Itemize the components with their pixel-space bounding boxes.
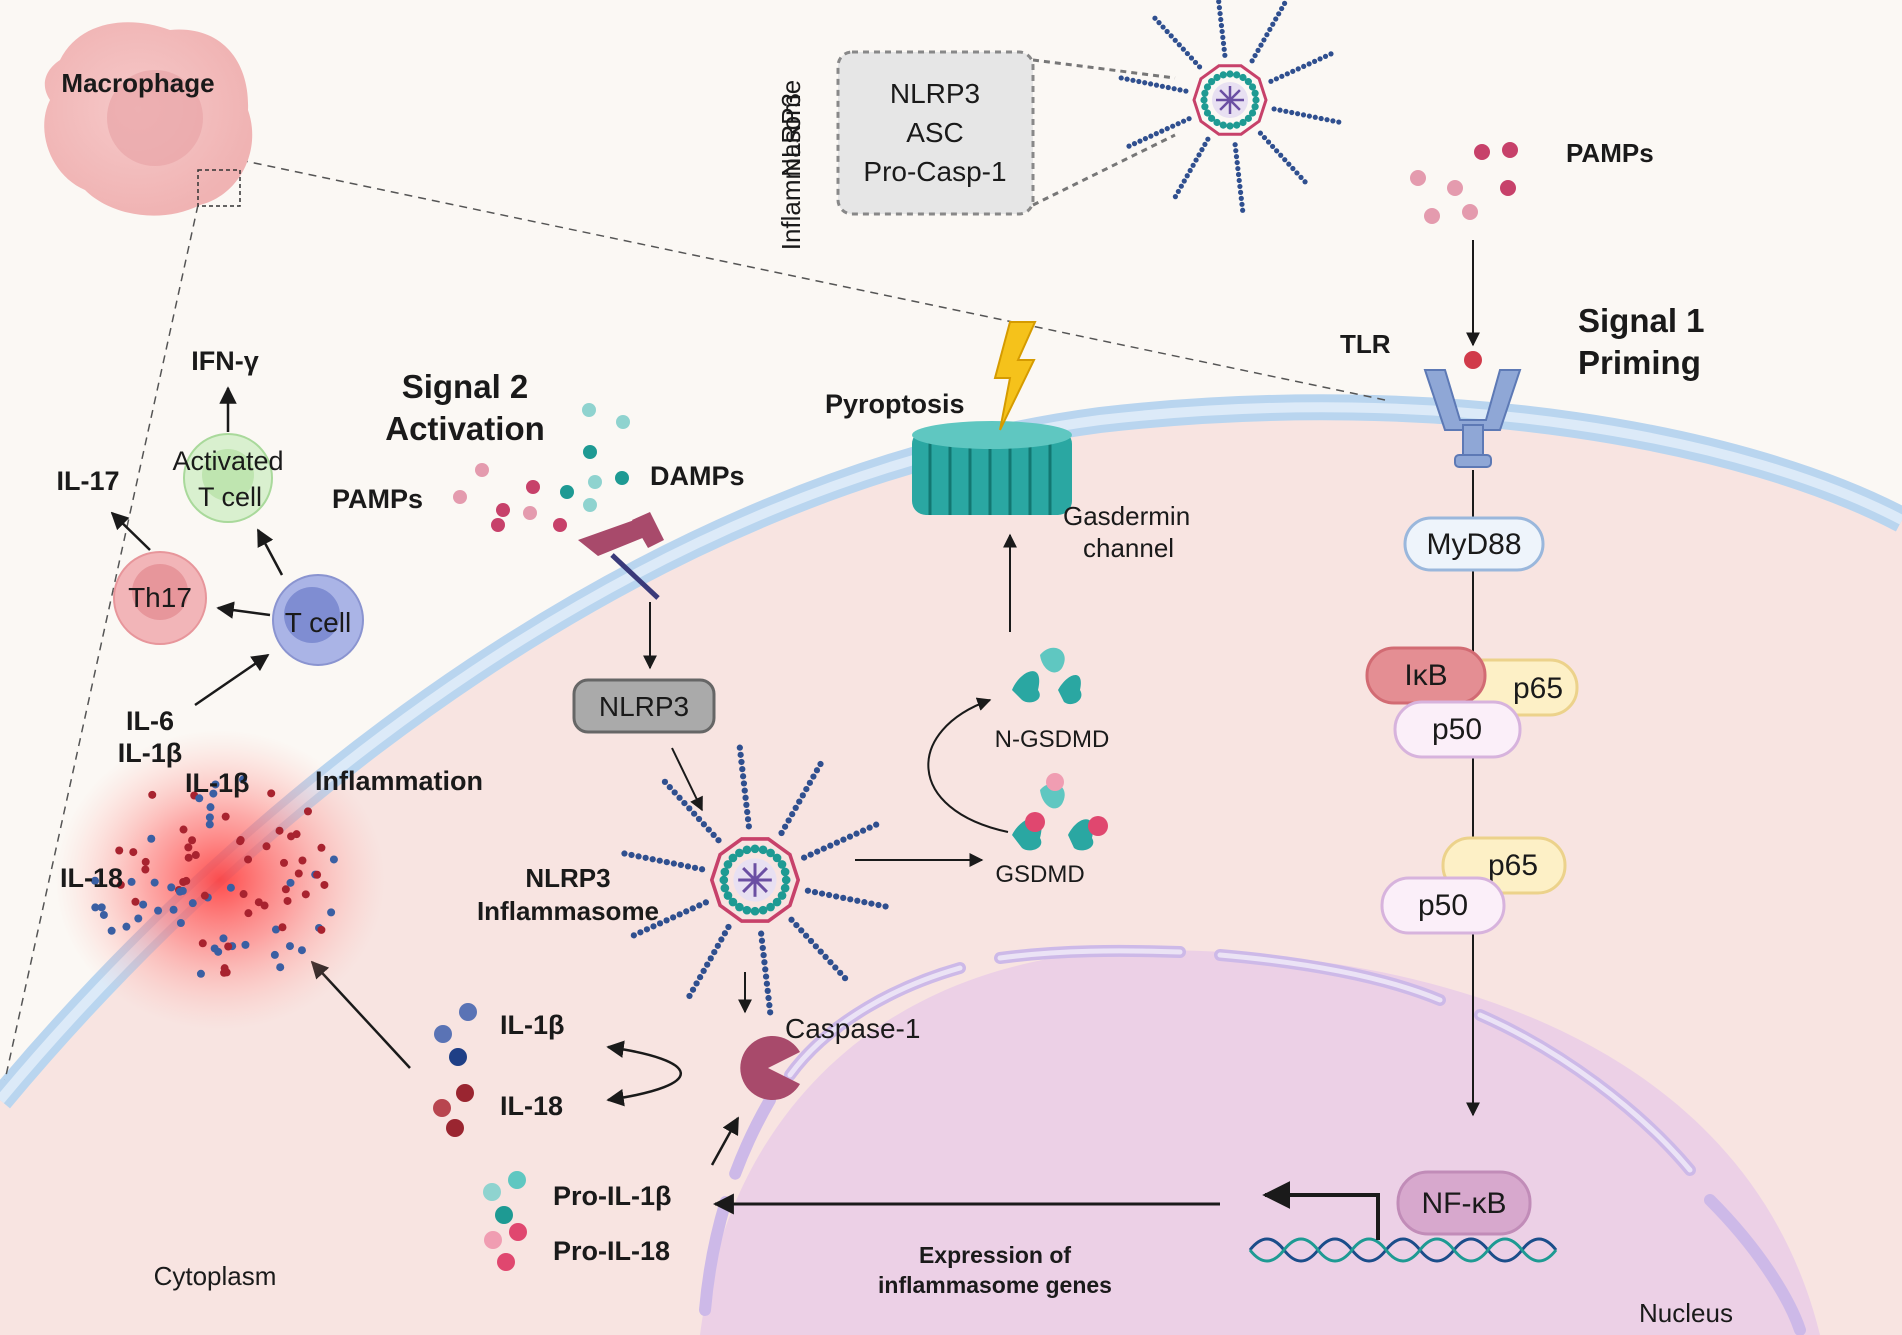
pamps-top-label: PAMPs bbox=[1566, 138, 1654, 168]
caspase1-icon bbox=[740, 1036, 800, 1100]
signal1-label-line2: Priming bbox=[1578, 344, 1701, 381]
pamps-damps-dots bbox=[453, 403, 630, 532]
n-gsdmd-fragments bbox=[1012, 647, 1082, 705]
pyroptosis-label: Pyroptosis bbox=[825, 389, 965, 419]
dna-helix bbox=[1248, 1237, 1558, 1263]
gsdmd-label: GSDMD bbox=[995, 861, 1084, 888]
pamps-left-label: PAMPs bbox=[332, 484, 423, 514]
inflammation-label: Inflammation bbox=[315, 766, 483, 796]
p50-label-a: p50 bbox=[1432, 713, 1482, 746]
myd88-label: MyD88 bbox=[1426, 528, 1521, 561]
myd88-node bbox=[1403, 516, 1545, 572]
gasdermin-label-line2: channel bbox=[1083, 533, 1174, 563]
expression-label-line1: Expression of bbox=[919, 1242, 1071, 1268]
pro-il1b-label: Pro-IL-1β bbox=[553, 1181, 671, 1211]
il1b-mid-dots bbox=[434, 1003, 477, 1066]
inset-vertical-label-1: NLRP3 bbox=[776, 93, 806, 177]
p50-node-a bbox=[1393, 700, 1522, 759]
nlrp3-node-label: NLRP3 bbox=[599, 691, 689, 722]
cytoplasm-label: Cytoplasm bbox=[154, 1261, 277, 1291]
th17-label: Th17 bbox=[128, 582, 192, 613]
damps-label: DAMPs bbox=[650, 461, 745, 491]
il1b-left-label: IL-1β bbox=[185, 768, 249, 798]
il18-left-label: IL-18 bbox=[60, 863, 123, 893]
activated-t-cell-label-line2: T cell bbox=[198, 482, 262, 512]
tlr-label: TLR bbox=[1340, 329, 1391, 359]
zoom-lines bbox=[4, 159, 1386, 1081]
gsdmd-fragments bbox=[1012, 773, 1108, 851]
nlrp3-inflammasome-label-line2: Inflammasome bbox=[477, 896, 659, 926]
lightning-icon bbox=[993, 321, 1037, 431]
inflammasome-icon-top bbox=[1118, 0, 1342, 213]
nfkb-node bbox=[1396, 1170, 1532, 1236]
ikb-label: IκB bbox=[1404, 659, 1447, 692]
expression-label-line2: inflammasome genes bbox=[878, 1272, 1112, 1298]
il1b-mid-label: IL-1β bbox=[500, 1010, 564, 1040]
t-cell-label: T cell bbox=[285, 607, 351, 638]
il17-label: IL-17 bbox=[56, 466, 119, 496]
signal2-label-line1: Signal 2 bbox=[402, 368, 529, 405]
macrophage-cell: Macrophage bbox=[44, 22, 253, 216]
signal2-receptor bbox=[578, 512, 664, 556]
inset-components-box bbox=[836, 50, 1035, 216]
p50-node-b bbox=[1380, 876, 1506, 935]
inset-box-pro-casp1: Pro-Casp-1 bbox=[863, 156, 1006, 187]
il6-label: IL-6 bbox=[126, 706, 174, 736]
nlrp3-node bbox=[572, 678, 716, 734]
inset-box-nlrp3: NLRP3 bbox=[890, 78, 980, 109]
tlr-receptor bbox=[1423, 351, 1522, 468]
il18-mid-label: IL-18 bbox=[500, 1091, 563, 1121]
gasdermin-label-line1: Gasdermin bbox=[1063, 501, 1190, 531]
pamps-dots-top bbox=[1410, 142, 1518, 224]
ifn-gamma-label: IFN-γ bbox=[191, 346, 259, 376]
gasdermin-channel bbox=[912, 421, 1072, 515]
pro-il18-label: Pro-IL-18 bbox=[553, 1236, 670, 1266]
inflammation-glow bbox=[55, 730, 385, 1030]
p65-label-b: p65 bbox=[1488, 849, 1538, 882]
inflammasome-icon-center bbox=[621, 744, 889, 1016]
p65-label-a: p65 bbox=[1513, 672, 1563, 705]
nlrp3-inflammasome-label-line1: NLRP3 bbox=[525, 863, 610, 893]
macrophage-label: Macrophage bbox=[61, 68, 214, 98]
signal2-label-line2: Activation bbox=[385, 410, 545, 447]
p50-label-b: p50 bbox=[1418, 889, 1468, 922]
nfkb-label: NF-κB bbox=[1422, 1187, 1507, 1220]
caspase1-label: Caspase-1 bbox=[785, 1013, 920, 1044]
inset-box-asc: ASC bbox=[906, 117, 964, 148]
il18-mid-dots bbox=[433, 1084, 474, 1137]
inset-vertical-label-2: Inflammasome bbox=[776, 80, 806, 251]
n-gsdmd-label: N-GSDMD bbox=[995, 726, 1110, 753]
il1b-tcell-label: IL-1β bbox=[118, 738, 182, 768]
inflammation-dots bbox=[91, 775, 338, 978]
nucleus-label: Nucleus bbox=[1639, 1298, 1733, 1328]
pro-il-dots bbox=[483, 1171, 527, 1271]
inset-inflammasome: NLRP3 Inflammasome NLRP3 ASC Pro-Casp-1 bbox=[776, 50, 1176, 251]
signal1-label-line1: Signal 1 bbox=[1578, 302, 1705, 339]
activated-t-cell-label-line1: Activated bbox=[172, 446, 283, 476]
